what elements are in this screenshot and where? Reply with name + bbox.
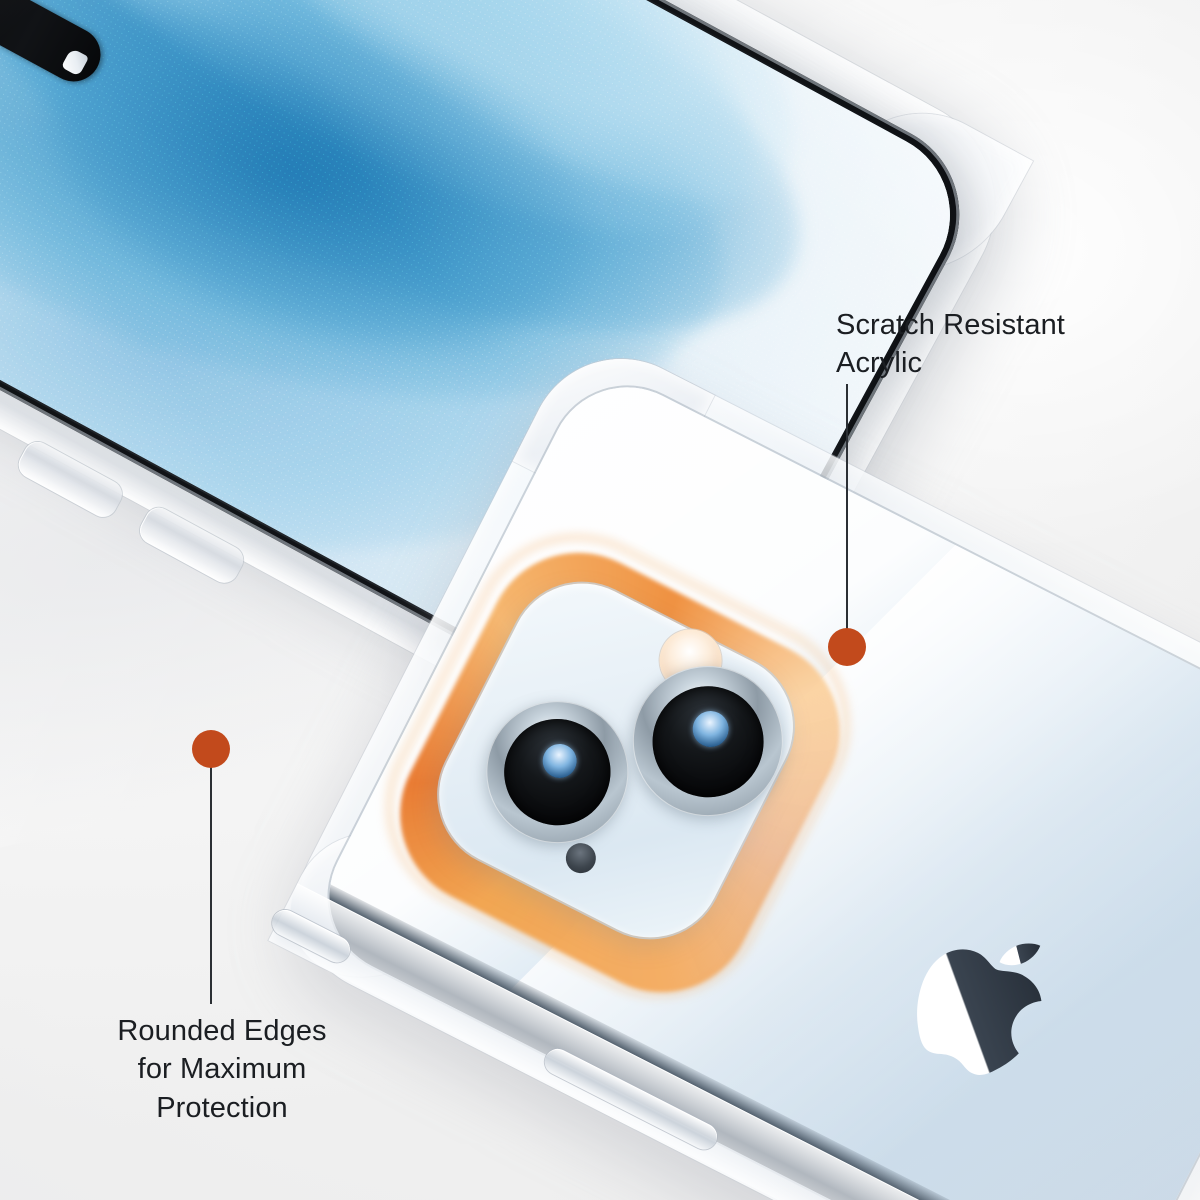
callout-line-3: Protection: [156, 1091, 288, 1124]
apple-logo-icon: [874, 882, 1098, 1115]
callout-line-2: Acrylic: [836, 347, 923, 380]
callout-line-1: Scratch Resistant: [836, 309, 1065, 341]
callout-label-scratch-resistant-acrylic: Scratch Resistant Acrylic: [836, 306, 1156, 383]
microphone-icon: [560, 837, 602, 879]
callout-leader-line-rounded-edges: [210, 766, 212, 1004]
camera-lens-wide: [461, 676, 653, 868]
callout-line-2: for Maximum: [137, 1053, 307, 1086]
phone-back-with-case: [267, 327, 1200, 1200]
callout-leader-line-acrylic: [846, 384, 848, 632]
phone-back-panel: [302, 360, 1200, 1200]
callout-label-rounded-edges: Rounded Edges for Maximum Protection: [62, 1012, 382, 1127]
callout-marker-dot-acrylic: [828, 628, 866, 666]
callout-line-1: Rounded Edges: [117, 1015, 327, 1047]
callout-marker-dot-rounded-edges: [192, 730, 230, 768]
